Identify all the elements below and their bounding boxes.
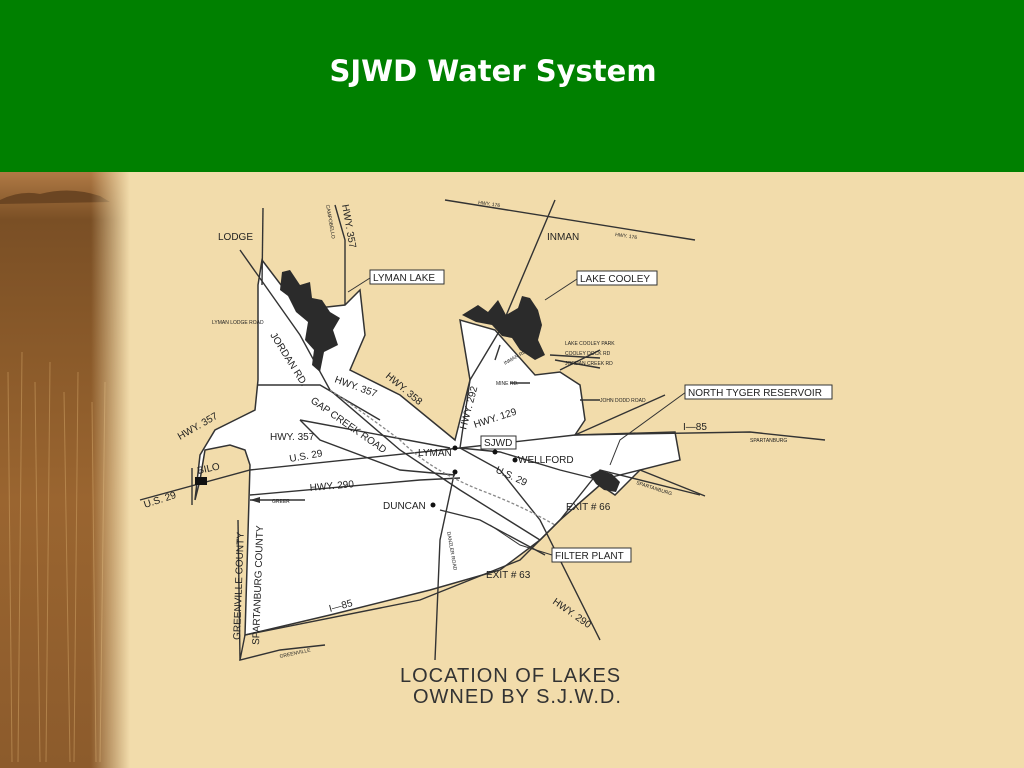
lake-cooley-label: LAKE COOLEY: [576, 270, 658, 286]
jordan-creek-rd-label: JORDAN CREEK RD: [565, 361, 613, 367]
exit66-label: EXIT # 66: [566, 502, 611, 513]
lyman-label: LYMAN: [418, 448, 452, 459]
water-system-map: LYMAN LAKE LAKE COOLEY NORTH TYGER RESER…: [139, 199, 833, 708]
spartanburg-east-label: SPARTANBURG: [750, 438, 787, 444]
svg-text:SJWD: SJWD: [484, 438, 512, 449]
marsh-photo: [0, 172, 130, 768]
lyman-lake-shape: [280, 270, 340, 372]
map-caption-line2: OWNED BY S.J.W.D.: [413, 686, 622, 708]
us29-b-label: U.S. 29: [143, 490, 179, 511]
duncan-label: DUNCAN: [383, 501, 426, 512]
hwy357-left-label: HWY. 357: [270, 432, 315, 443]
lyman-lodge-road-label: LYMAN LODGE ROAD: [212, 320, 264, 326]
page-title: SJWD Water System: [329, 54, 657, 88]
svg-text:FILTER PLANT: FILTER PLANT: [555, 551, 624, 562]
hwy290-a-label: HWY. 290: [309, 479, 355, 494]
lyman-lake-label: LYMAN LAKE: [369, 269, 445, 285]
bilo-label: BILO: [196, 461, 221, 477]
greenville-county-label: GREENVILLE COUNTY: [232, 532, 247, 640]
bilo-marker: [195, 477, 207, 485]
spartanburg-southeast-label: SPARTANBURG: [635, 480, 672, 497]
inman-label: INMAN: [547, 232, 579, 243]
mine-rd-label: MINE RD.: [496, 381, 519, 387]
map-caption-line1: LOCATION OF LAKES: [400, 665, 621, 687]
lake-cooley-shape: [462, 296, 545, 360]
north-tyger-reservoir-label: NORTH TYGER RESERVOIR: [684, 384, 833, 400]
svg-text:NORTH TYGER RESERVOIR: NORTH TYGER RESERVOIR: [688, 388, 822, 399]
cooley-dock-rd-label: COOLEY DOCK RD: [565, 351, 611, 357]
callout-leaders: [347, 277, 687, 556]
road-lines: [139, 199, 826, 661]
filter-plant-label: FILTER PLANT: [551, 547, 632, 563]
svg-text:LAKE COOLEY: LAKE COOLEY: [580, 274, 650, 285]
svg-text:LYMAN LAKE: LYMAN LAKE: [373, 273, 435, 284]
john-dodd-road-label: JOHN DODD ROAD: [600, 398, 646, 404]
greer-label: GREER: [272, 499, 290, 505]
exit63-label: EXIT # 63: [486, 570, 531, 581]
wellford-label: WELLFORD: [518, 455, 574, 466]
lake-cooley-park-label: LAKE COOLEY PARK: [565, 341, 615, 347]
town-dots: [430, 445, 518, 508]
header-bar: SJWD Water System: [0, 0, 1024, 172]
hwy176-b-label: HWY. 176: [615, 232, 638, 241]
hwy176-a-label: HWY. 176: [478, 200, 501, 209]
sjwd-label: SJWD: [480, 435, 517, 450]
creek: [329, 389, 556, 526]
i85-b-label: I—85: [683, 422, 707, 433]
north-tyger-reservoir-shape: [590, 470, 620, 492]
campobello-label: CAMPOBELLO: [324, 204, 336, 239]
lodge-label: LODGE: [218, 232, 253, 243]
spartanburg-county-label: SPARTANBURG COUNTY: [251, 525, 266, 645]
